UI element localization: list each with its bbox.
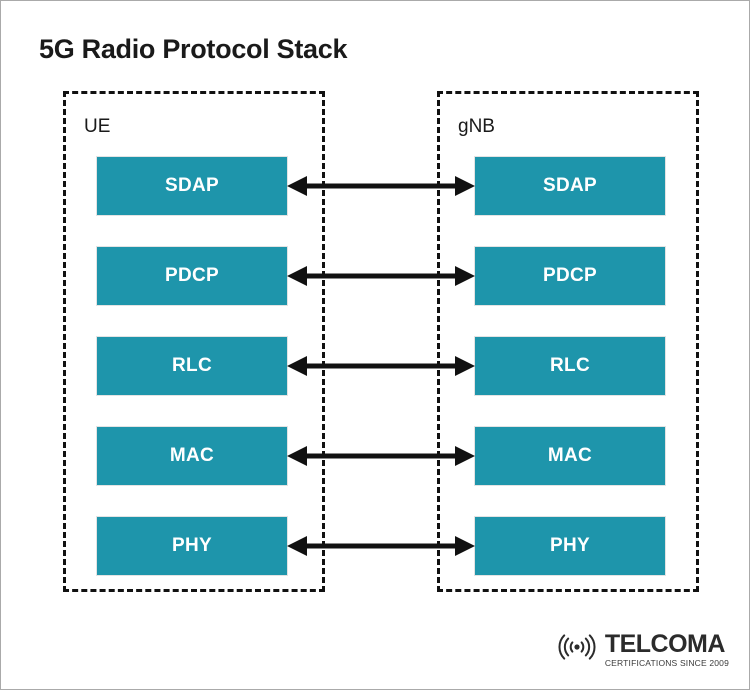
layer-block-ue-sdap: SDAP bbox=[97, 157, 287, 215]
connector-pdcp bbox=[287, 261, 475, 291]
entity-label-ue: UE bbox=[84, 116, 111, 137]
entity-container-ue: UE bbox=[63, 91, 325, 592]
brand-tagline: CERTIFICATIONS SINCE 2009 bbox=[604, 657, 729, 668]
layer-block-ue-pdcp: PDCP bbox=[97, 247, 287, 305]
connector-sdap bbox=[287, 171, 475, 201]
layer-label-ue-phy: PHY bbox=[172, 535, 212, 556]
layer-block-gnb-mac: MAC bbox=[475, 427, 665, 485]
connector-rlc bbox=[287, 351, 475, 381]
layer-label-ue-rlc: RLC bbox=[172, 355, 212, 376]
layer-label-ue-mac: MAC bbox=[169, 445, 215, 466]
layer-label-gnb-phy: PHY bbox=[550, 535, 590, 556]
layer-block-ue-mac: MAC bbox=[97, 427, 287, 485]
layer-block-ue-phy: PHY bbox=[97, 517, 287, 575]
layer-label-ue-sdap: SDAP bbox=[165, 175, 219, 196]
layer-label-gnb-mac: MAC bbox=[547, 445, 593, 466]
entity-label-gnb: gNB bbox=[458, 116, 495, 137]
brand-text: TELCOMA CERTIFICATIONS SINCE 2009 bbox=[604, 629, 729, 668]
brand-logo: TELCOMA CERTIFICATIONS SINCE 2009 bbox=[553, 629, 729, 668]
entity-container-gnb: gNB bbox=[437, 91, 699, 592]
layer-block-gnb-phy: PHY bbox=[475, 517, 665, 575]
layer-block-ue-rlc: RLC bbox=[97, 337, 287, 395]
layer-label-gnb-pdcp: PDCP bbox=[543, 265, 597, 286]
layer-label-ue-pdcp: PDCP bbox=[165, 265, 219, 286]
wireless-signal-icon bbox=[553, 632, 601, 667]
layer-label-gnb-rlc: RLC bbox=[550, 355, 590, 376]
page-title: 5G Radio Protocol Stack bbox=[39, 34, 348, 64]
connector-phy bbox=[287, 531, 475, 561]
layer-block-gnb-sdap: SDAP bbox=[475, 157, 665, 215]
layer-block-gnb-rlc: RLC bbox=[475, 337, 665, 395]
layer-label-gnb-sdap: SDAP bbox=[543, 175, 597, 196]
layer-block-gnb-pdcp: PDCP bbox=[475, 247, 665, 305]
brand-name: TELCOMA bbox=[604, 629, 726, 658]
connector-mac bbox=[287, 441, 475, 471]
